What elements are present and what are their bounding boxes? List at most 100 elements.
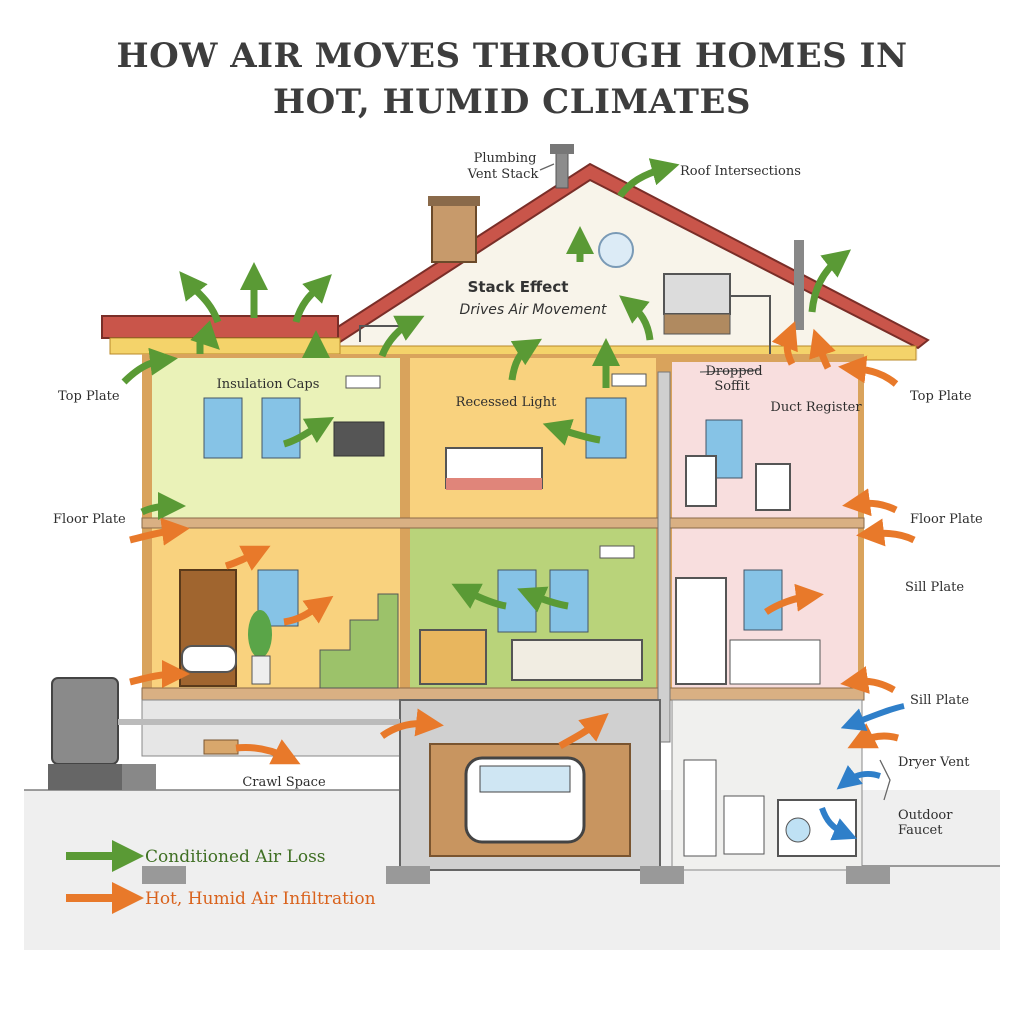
footing [640, 866, 684, 884]
dog-icon [181, 645, 237, 673]
fireplace-icon [419, 629, 487, 685]
sofa-icon [511, 639, 643, 681]
label-dropped: Dropped [705, 364, 762, 379]
green-arrow [179, 271, 222, 324]
label-roof-intersections: Roof Intersections [680, 164, 801, 179]
window [261, 397, 301, 459]
furnace [723, 795, 765, 855]
plumbing-pipe [657, 371, 671, 743]
ac-condenser-icon [51, 677, 119, 765]
window [203, 397, 243, 459]
crawl-vent [203, 739, 239, 755]
duct-register [599, 545, 635, 559]
green-arrow [190, 320, 220, 354]
duct-register [345, 375, 381, 389]
orange-arrow [764, 583, 824, 615]
leader-line [879, 759, 891, 801]
label-plumbing: Plumbing [474, 151, 537, 166]
floor-band-upper [141, 517, 865, 529]
chimney-icon [431, 199, 477, 263]
orange-arrow [235, 739, 301, 765]
orange-arrow [771, 320, 798, 366]
label-insulation-caps: Insulation Caps [217, 377, 320, 392]
blue-arrow [836, 765, 881, 790]
floor-band-lower [141, 687, 865, 701]
orange-arrow [838, 355, 899, 387]
label-soffit: Soffit [714, 379, 750, 394]
vent-stack-cap [550, 144, 574, 154]
label-top-plate-right: Top Plate [910, 389, 972, 404]
chimney-cap [428, 196, 480, 206]
label-floor-plate-right: Floor Plate [910, 512, 983, 527]
green-arrow [121, 347, 178, 385]
footing [142, 866, 186, 884]
green-arrows [121, 158, 852, 613]
blue-arrow [819, 806, 858, 841]
green-arrow [517, 586, 569, 613]
label-duct-register: Duct Register [770, 400, 862, 415]
label-crawl-space: Crawl Space [242, 775, 326, 790]
green-arrow [451, 583, 507, 610]
orange-arrow [283, 595, 334, 626]
attic-space [340, 172, 918, 360]
washer-door [785, 817, 811, 843]
hvac-unit-icon [663, 273, 731, 315]
ac-pad [48, 764, 122, 790]
legend-conditioned-air-loss: Conditioned Air Loss [145, 847, 326, 867]
label-faucet: Faucet [898, 823, 943, 838]
ac-pad-step [122, 764, 156, 790]
orange-arrow [842, 488, 898, 517]
vent-stack-icon [555, 151, 569, 189]
plant-pot [251, 655, 271, 685]
orange-arrow [847, 723, 899, 749]
monitor-icon [333, 421, 385, 457]
green-arrow [292, 274, 332, 324]
sink-icon [755, 463, 791, 511]
duct-register [611, 373, 647, 387]
orange-arrow [129, 517, 190, 546]
label-vent-stack: Vent Stack [467, 167, 539, 182]
orange-arrow [379, 708, 444, 739]
label-stack-effect: Stack Effect [468, 278, 569, 296]
title-line-2: HOT, HUMID CLIMATES [273, 82, 751, 122]
orange-arrow [856, 518, 916, 547]
title-line-1: HOW AIR MOVES THROUGH HOMES IN [116, 36, 908, 76]
stairs [319, 593, 399, 689]
green-arrow [140, 492, 186, 521]
orange-arrow [129, 660, 190, 689]
water-heater-icon [683, 759, 717, 857]
label-sill-plate-upper: Sill Plate [905, 580, 964, 595]
legend-hot-humid-infiltration: Hot, Humid Air Infiltration [145, 889, 376, 909]
bed-blanket [446, 478, 542, 490]
legend: Conditioned Air Loss Hot, Humid Air Infi… [66, 840, 376, 914]
blue-arrow [840, 703, 905, 732]
green-arrow [378, 315, 425, 358]
right-vent-stack [794, 240, 804, 330]
label-recessed-light: Recessed Light [456, 395, 557, 410]
window [743, 569, 783, 631]
orange-arrow [840, 666, 896, 694]
blue-arrows [819, 703, 905, 841]
green-arrow [542, 419, 601, 446]
leader-line [539, 163, 555, 171]
orange-arrows [129, 320, 916, 765]
toilet-icon [685, 455, 717, 507]
window [497, 569, 537, 633]
orange-arrow [809, 328, 836, 370]
green-arrow [282, 417, 335, 448]
refrigerator [675, 577, 727, 685]
green-arrow [619, 295, 654, 341]
green-arrow [808, 249, 852, 313]
orange-arrow [224, 545, 271, 571]
hvac-unit-base [663, 313, 731, 335]
car-windshield [479, 765, 571, 793]
left-insulation [109, 337, 341, 355]
label-dryer-vent: Dryer Vent [898, 755, 970, 770]
leader-line [699, 369, 761, 373]
footing [386, 866, 430, 884]
orange-arrow [558, 713, 609, 750]
green-arrow [508, 338, 543, 381]
green-arrow [617, 158, 680, 199]
